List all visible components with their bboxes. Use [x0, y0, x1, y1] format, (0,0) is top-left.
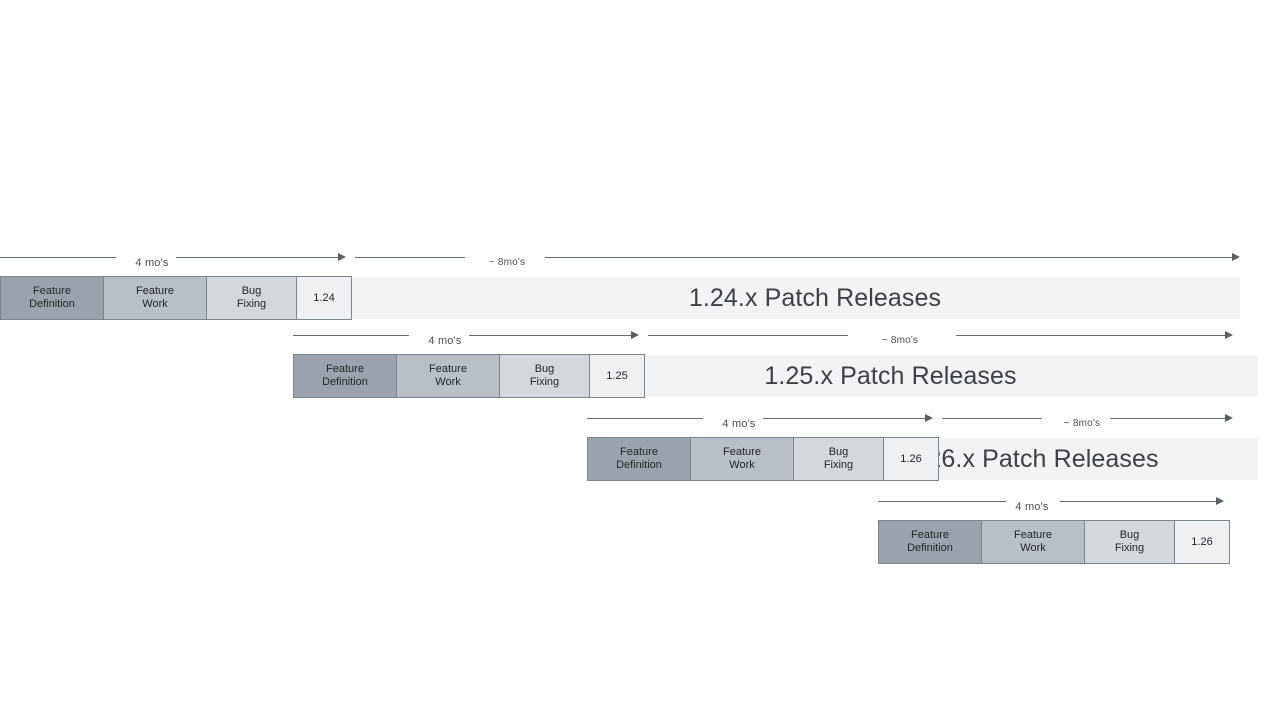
measure-rule-left	[878, 501, 1006, 502]
phase-label-line2: Definition	[322, 376, 368, 388]
measure-arrowhead	[1216, 497, 1224, 505]
phase-box-bug-fixing[interactable]: Bug Fixing	[206, 276, 296, 320]
phase-label-line1: Feature	[911, 529, 949, 542]
patch-duration-measure-1-25: ~ 8mo's	[648, 326, 1233, 346]
phase-box-feature-definition[interactable]: Feature Definition	[293, 354, 396, 398]
phase-label-line2: Definition	[616, 459, 662, 471]
patch-release-label-1-25: 1.25.x Patch Releases	[764, 361, 1017, 390]
version-label: 1.24	[313, 291, 335, 304]
dev-duration-label: 4 mo's	[722, 418, 756, 430]
phase-box-feature-work[interactable]: Feature Work	[690, 437, 793, 481]
phase-box-feature-definition[interactable]: Feature Definition	[587, 437, 690, 481]
phase-box-feature-definition[interactable]: Feature Definition	[0, 276, 103, 320]
phase-label-line1: Bug	[534, 363, 555, 376]
dev-duration-label: 4 mo's	[428, 335, 462, 347]
phase-label-line1: Feature	[620, 446, 658, 459]
version-label: 1.25	[606, 369, 628, 382]
phase-box-feature-definition[interactable]: Feature Definition	[878, 520, 981, 564]
measure-arrowhead	[1225, 331, 1233, 339]
measure-arrowhead	[1225, 414, 1233, 422]
phase-label-line1: Feature	[136, 285, 174, 298]
measure-rule-left	[0, 257, 116, 258]
measure-rule-left	[648, 335, 848, 336]
measure-rule-right	[1110, 418, 1225, 419]
phase-box-version-marker[interactable]: 1.26	[883, 437, 939, 481]
version-label: 1.26	[900, 452, 922, 465]
phase-box-feature-work[interactable]: Feature Work	[103, 276, 206, 320]
measure-rule-right	[1060, 501, 1218, 502]
phase-label-line2: Work	[729, 459, 755, 471]
phase-label-line1: Feature	[723, 446, 761, 459]
patch-duration-measure-1-26: ~ 8mo's	[942, 409, 1233, 429]
phase-label-line1: Feature	[326, 363, 364, 376]
dev-duration-measure-1-26: 4 mo's	[587, 409, 935, 430]
phase-box-feature-work[interactable]: Feature Work	[396, 354, 499, 398]
patch-duration-label: ~ 8mo's	[881, 335, 919, 346]
version-label: 1.26	[1191, 535, 1213, 548]
measure-rule-left	[293, 335, 409, 336]
dev-duration-measure-1-25: 4 mo's	[293, 326, 641, 347]
patch-duration-label: ~ 8mo's	[1063, 418, 1101, 429]
phase-box-bug-fixing[interactable]: Bug Fixing	[1084, 520, 1174, 564]
measure-rule-right	[956, 335, 1225, 336]
phase-label-line2: Fixing	[823, 459, 854, 471]
phase-label-line2: Fixing	[236, 298, 267, 310]
measure-arrowhead	[631, 331, 639, 339]
phase-label-line2: Work	[435, 376, 461, 388]
phase-label-line2: Work	[1020, 542, 1046, 554]
patch-duration-label: ~ 8mo's	[488, 257, 526, 268]
dev-duration-measure-1-26-next: 4 mo's	[878, 492, 1226, 513]
phase-box-version-marker[interactable]: 1.25	[589, 354, 645, 398]
measure-rule-left	[355, 257, 465, 258]
measure-rule-left	[587, 418, 703, 419]
phase-label-line2: Work	[142, 298, 168, 310]
phase-label-line1: Feature	[429, 363, 467, 376]
measure-rule-right	[176, 257, 340, 258]
measure-arrowhead	[338, 253, 346, 261]
phase-box-version-marker[interactable]: 1.24	[296, 276, 352, 320]
patch-duration-measure-1-24: ~ 8mo's	[355, 248, 1240, 268]
phase-label-line2: Definition	[29, 298, 75, 310]
measure-rule-right	[763, 418, 927, 419]
phase-box-feature-work[interactable]: Feature Work	[981, 520, 1084, 564]
phase-box-version-marker[interactable]: 1.26	[1174, 520, 1230, 564]
phase-label-line1: Bug	[828, 446, 849, 459]
phase-label-line2: Fixing	[529, 376, 560, 388]
phase-box-bug-fixing[interactable]: Bug Fixing	[499, 354, 589, 398]
measure-arrowhead	[925, 414, 933, 422]
phase-label-line1: Bug	[241, 285, 262, 298]
phase-label-line1: Feature	[33, 285, 71, 298]
measure-rule-right	[545, 257, 1232, 258]
phase-label-line2: Definition	[907, 542, 953, 554]
phase-strip-1-26-next: Feature Definition Feature Work Bug Fixi…	[878, 520, 1230, 564]
patch-release-label-1-26: 1.26.x Patch Releases	[906, 444, 1159, 473]
phase-strip-1-24: Feature Definition Feature Work Bug Fixi…	[0, 276, 352, 320]
measure-rule-right	[469, 335, 633, 336]
dev-duration-label: 4 mo's	[1015, 501, 1049, 513]
dev-duration-measure-1-24: 4 mo's	[0, 248, 348, 269]
patch-release-label-1-24: 1.24.x Patch Releases	[688, 283, 942, 312]
phase-label-line1: Bug	[1119, 529, 1140, 542]
phase-strip-1-26: Feature Definition Feature Work Bug Fixi…	[587, 437, 939, 481]
dev-duration-label: 4 mo's	[135, 257, 169, 269]
measure-arrowhead	[1232, 253, 1240, 261]
measure-rule-left	[942, 418, 1042, 419]
phase-label-line1: Feature	[1014, 529, 1052, 542]
phase-label-line2: Fixing	[1114, 542, 1145, 554]
phase-box-bug-fixing[interactable]: Bug Fixing	[793, 437, 883, 481]
phase-strip-1-25: Feature Definition Feature Work Bug Fixi…	[293, 354, 645, 398]
